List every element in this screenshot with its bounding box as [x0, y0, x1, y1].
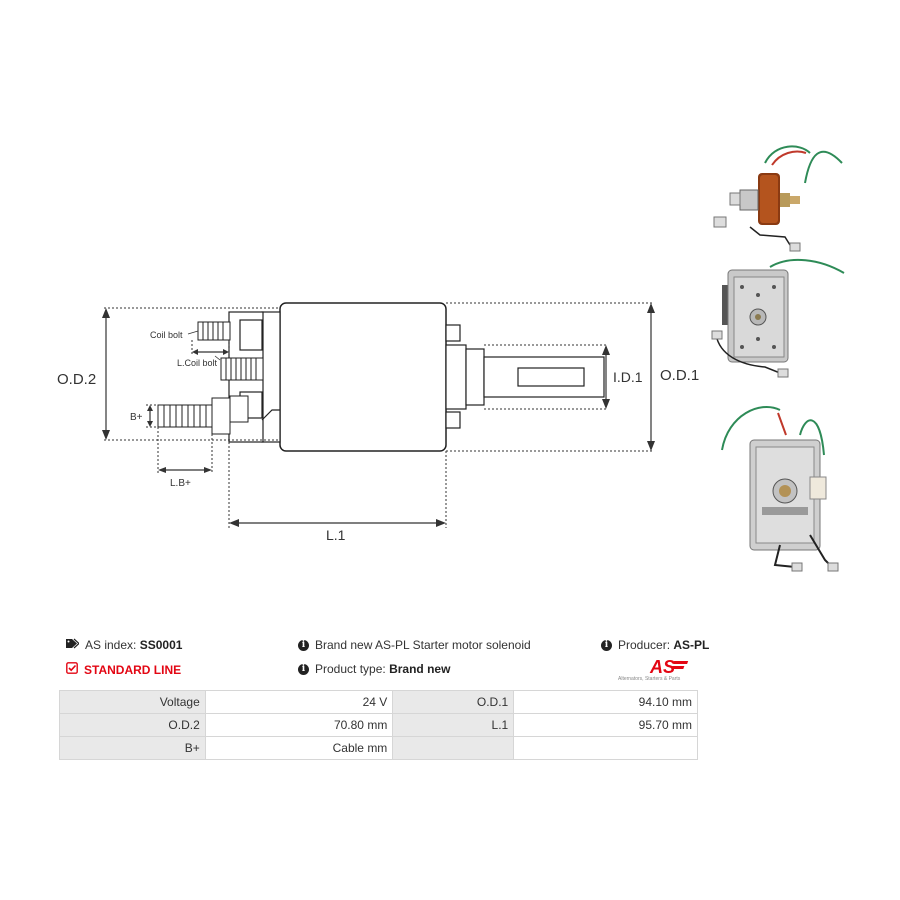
spec-key: [392, 736, 515, 760]
id1-label: I.D.1: [613, 369, 643, 385]
solenoid-terminal-photo: [721, 405, 839, 572]
spec-value: 24 V: [204, 690, 394, 714]
b-plus-stud: [157, 395, 249, 435]
spec-value: Cable mm: [204, 736, 394, 760]
spec-key: O.D.1: [392, 690, 515, 714]
dimension-lines: [102, 303, 655, 527]
spec-value: [513, 736, 698, 760]
spec-key: L.1: [392, 713, 515, 737]
solenoid-end-photo: [711, 258, 845, 378]
table-row: B+ Cable mm: [59, 736, 698, 760]
plunger: [445, 324, 605, 429]
middle-connector: [220, 357, 264, 381]
tag-icon: [66, 638, 80, 652]
logo-text: AS: [649, 657, 675, 677]
standard-line: STANDARD LINE: [66, 662, 181, 677]
as-pl-logo: AS: [649, 657, 689, 677]
product-type: i Product type: Brand new: [298, 662, 450, 676]
as-index-label: AS index:: [85, 638, 137, 652]
solenoid-side-photo: [713, 145, 843, 252]
l1-label: L.1: [326, 527, 346, 543]
solenoid-technical-drawing: O.D.2 O.D.1 I.D.1 L.1 Coil bolt L.Coil b…: [57, 302, 699, 543]
extension-lines: [104, 302, 653, 528]
b-plus-label: B+: [130, 412, 143, 423]
product-type-label: Product type:: [315, 662, 386, 676]
info-icon: i: [601, 639, 612, 651]
description: i Brand new AS-PL Starter motor solenoid: [298, 638, 531, 652]
description-text: Brand new AS-PL Starter motor solenoid: [315, 638, 531, 652]
spec-table: Voltage 24 V O.D.1 94.10 mm O.D.2 70.80 …: [59, 690, 698, 760]
producer: i Producer: AS-PL: [601, 638, 709, 652]
spec-key: O.D.2: [59, 713, 206, 737]
od1-label: O.D.1: [660, 367, 699, 384]
spec-value: 70.80 mm: [204, 713, 394, 737]
checkbox-icon: [66, 662, 78, 677]
as-index-value: SS0001: [139, 638, 183, 652]
coil-bolt-label: Coil bolt: [150, 330, 183, 340]
l-coil-bolt-label: L.Coil bolt: [177, 358, 218, 368]
table-row: O.D.2 70.80 mm L.1 95.70 mm: [59, 713, 698, 737]
producer-label: Producer:: [618, 638, 671, 652]
product-type-value: Brand new: [389, 662, 451, 676]
l-b-plus-label: L.B+: [170, 478, 191, 489]
coil-bolt: [197, 321, 231, 341]
spec-value: 94.10 mm: [513, 690, 698, 714]
spec-value: 95.70 mm: [513, 713, 698, 737]
producer-value: AS-PL: [673, 638, 710, 652]
logo-tagline: Alternators, Starters & Parts: [618, 676, 681, 682]
table-row: Voltage 24 V O.D.1 94.10 mm: [59, 690, 698, 714]
spec-key: B+: [59, 736, 206, 760]
solenoid-body: [279, 302, 447, 452]
standard-line-label: STANDARD LINE: [84, 662, 182, 677]
info-icon: i: [298, 663, 309, 675]
info-icon: i: [298, 639, 309, 651]
spec-key: Voltage: [59, 690, 206, 714]
od2-label: O.D.2: [57, 371, 96, 388]
as-index: AS index: SS0001: [66, 638, 182, 652]
